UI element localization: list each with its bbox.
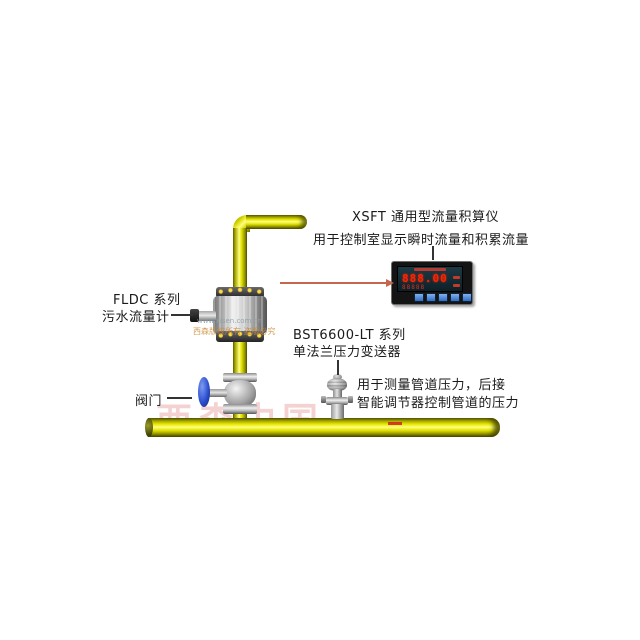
pipe-bottom-horizontal: [148, 418, 500, 437]
label-valve: 阀门: [135, 394, 163, 409]
transmitter-bolt-left: [321, 396, 326, 403]
valve-stem: [208, 389, 227, 397]
pointer-dash-flowmeter: [171, 314, 193, 316]
transmitter-flange: [326, 397, 348, 405]
valve-handwheel: [198, 377, 210, 407]
label-transmitter-desc-2: 智能调节器控制管道的压力: [357, 396, 520, 411]
label-transmitter-desc-1: 用于测量管道压力，后接: [357, 378, 506, 393]
label-flowmeter-name: 污水流量计: [102, 310, 170, 325]
pipe-left-end-cap: [145, 418, 153, 437]
totalizer-unit-mark-top: [453, 276, 460, 279]
watermark-copyright: 西森版权所有 盗版必究: [193, 327, 276, 336]
totalizer-led-value: 888.00: [402, 272, 448, 285]
label-flowmeter-series: FLDC 系列: [113, 293, 181, 308]
flowmeter-sensor-tip: [190, 309, 199, 322]
flowmeter-top-flange: [216, 287, 264, 298]
totalizer-title-strip: [414, 268, 446, 271]
signal-arrow-line: [280, 282, 387, 284]
watermark-red-mark: [388, 422, 402, 425]
totalizer-button-row: [414, 293, 472, 302]
totalizer-button: [426, 293, 436, 302]
label-totalizer-title: XSFT 通用型流量积算仪: [352, 210, 499, 225]
totalizer-button: [414, 293, 424, 302]
flowmeter-body: [213, 296, 267, 334]
totalizer-display-window: 888.00 88888: [397, 266, 463, 292]
signal-arrow-head: [386, 279, 394, 287]
valve-bottom-flange: [223, 404, 257, 414]
transmitter-neck: [333, 389, 342, 399]
flowmeter-sensor-arm: [197, 311, 216, 321]
label-transmitter-name: 单法兰压力变送器: [293, 345, 402, 360]
pipe-top-horizontal: [246, 215, 307, 229]
pipe-elbow: [233, 215, 250, 232]
transmitter-bolt-right: [348, 396, 353, 403]
totalizer-unit-mark-bottom: [453, 284, 460, 287]
flowmeter-bottom-flange: [216, 331, 264, 342]
valve-top-flange: [223, 373, 257, 382]
pointer-dash-valve: [167, 397, 192, 399]
valve-body: [224, 380, 256, 407]
totalizer-led-secondary: 88888: [402, 284, 426, 291]
totalizer-button: [438, 293, 448, 302]
pointer-line-totalizer: [432, 246, 434, 260]
transmitter-cap: [333, 374, 342, 380]
label-totalizer-description: 用于控制室显示瞬时流量和积累流量: [313, 233, 530, 248]
label-transmitter-series: BST6600-LT 系列: [293, 328, 406, 343]
transmitter-head: [327, 378, 347, 391]
flow-totalizer-instrument: 888.00 88888: [391, 261, 473, 305]
totalizer-button: [450, 293, 460, 302]
pointer-line-transmitter: [337, 360, 339, 375]
transmitter-base: [331, 404, 344, 419]
totalizer-button: [462, 293, 472, 302]
watermark-url: www.xisen.com.cn: [197, 317, 262, 325]
